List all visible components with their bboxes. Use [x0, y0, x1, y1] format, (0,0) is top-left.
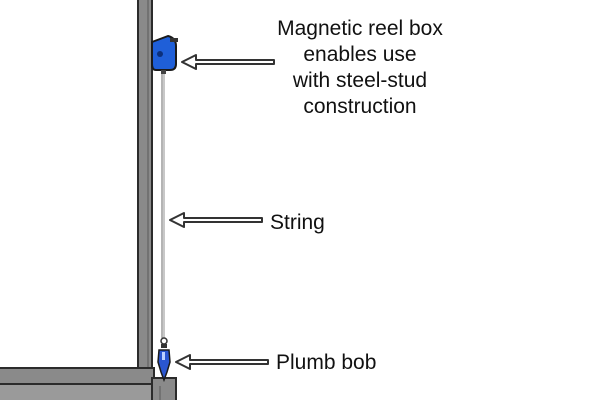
plumb-bob	[157, 337, 171, 383]
steel-stud-bottom-track	[0, 367, 155, 385]
arrow-plumb-bob	[175, 354, 269, 370]
plumb-bob-label: Plumb bob	[276, 351, 377, 374]
arrow-string	[169, 212, 263, 228]
reel-box-label-line4: construction	[303, 95, 417, 118]
steel-stud-vertical-post	[137, 0, 153, 400]
arrow-reel-box	[181, 54, 275, 70]
magnetic-reel-box	[151, 34, 178, 74]
reel-box-label-line3: with steel-stud	[292, 69, 428, 92]
string-label: String	[270, 211, 325, 234]
reel-box-label: Magnetic reel box enables use with steel…	[250, 16, 470, 120]
reel-box-label-line2: enables use	[303, 43, 417, 66]
steel-stud-bottom-track-lower	[0, 383, 155, 400]
reel-box-label-line1: Magnetic reel box	[277, 17, 443, 40]
